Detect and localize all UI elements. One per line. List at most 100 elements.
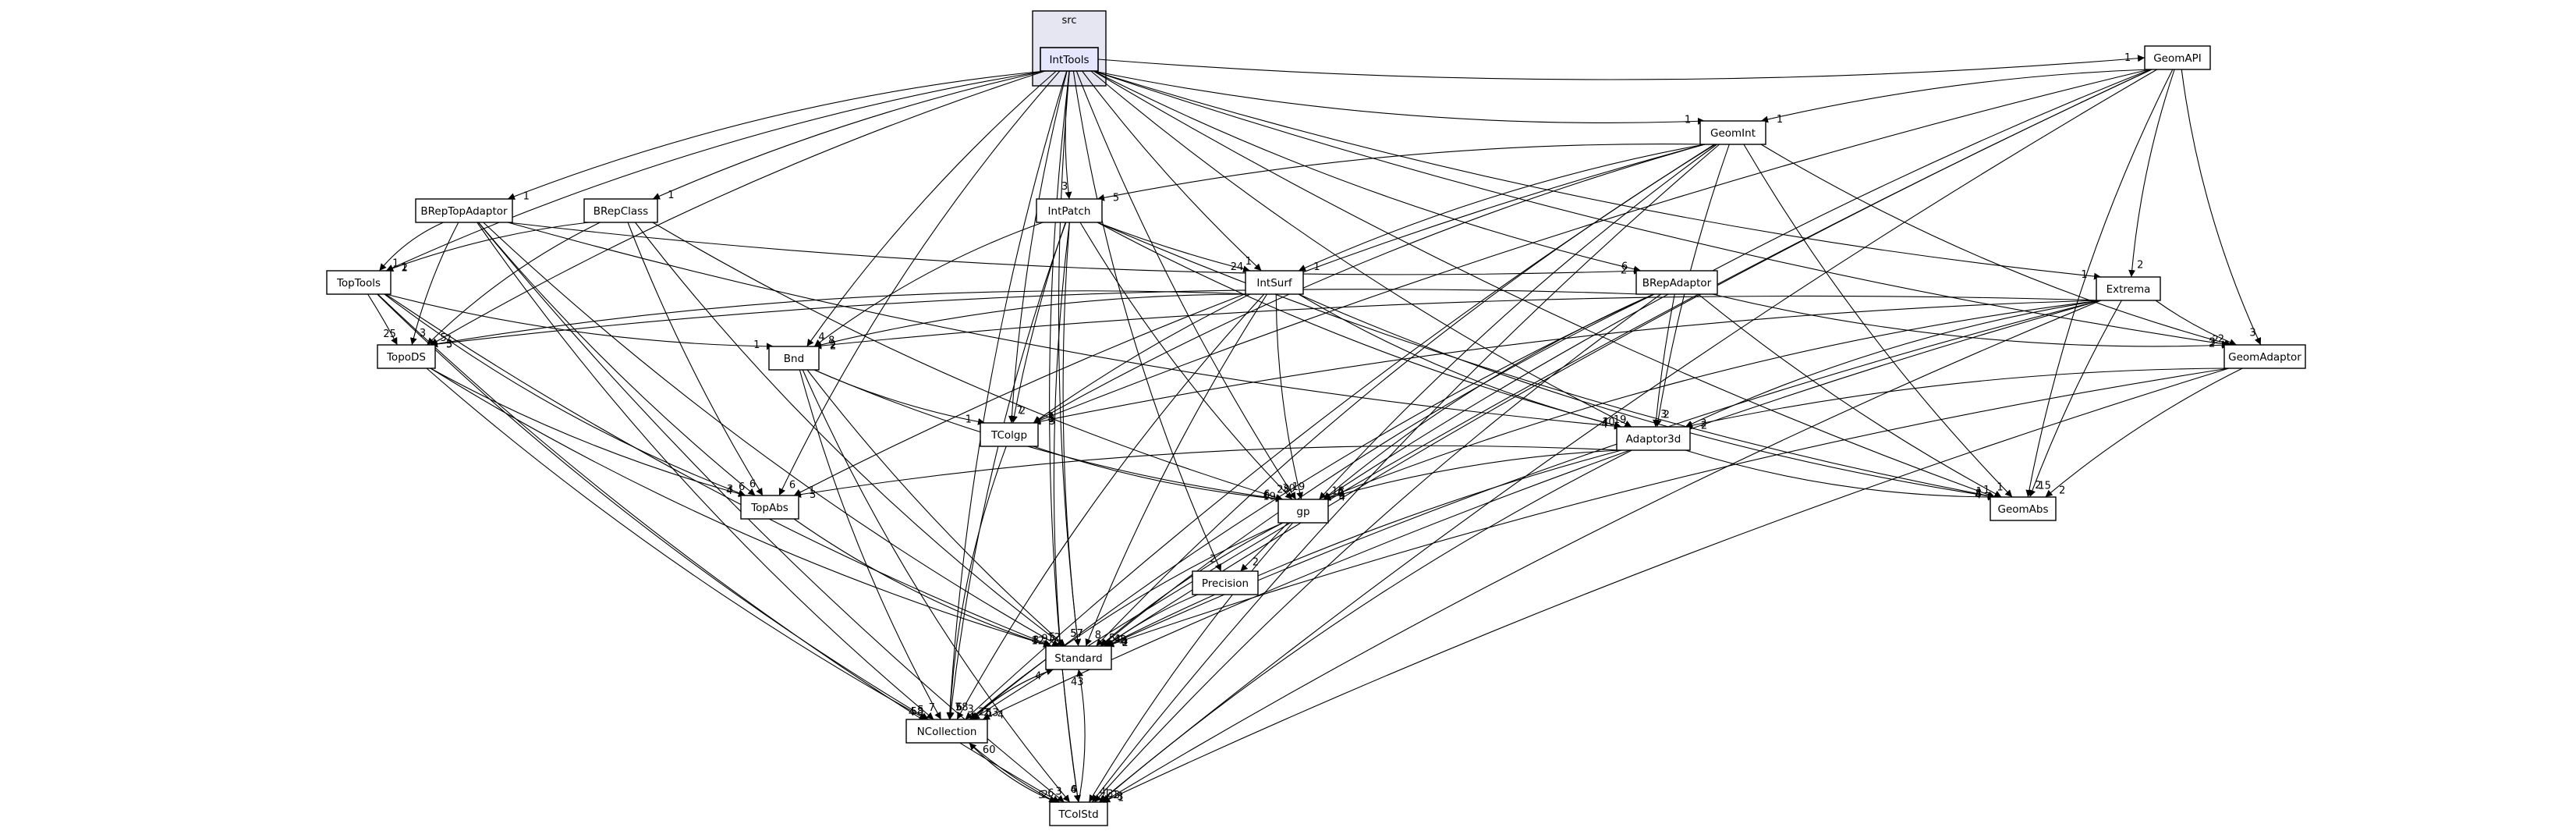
edge-label[interactable]: 6 <box>789 480 795 492</box>
edge-label[interactable]: 25 <box>383 328 396 340</box>
edge-label[interactable]: 3 <box>1033 635 1039 647</box>
edge-label[interactable]: 15 <box>2038 481 2051 492</box>
edge-label[interactable]: 1 <box>1685 115 1691 126</box>
node-topods[interactable]: TopoDS <box>377 344 436 369</box>
edge-label[interactable]: 4 <box>1338 488 1344 499</box>
edge-label[interactable]: 1 <box>1245 256 1252 268</box>
edge-label[interactable]: 1 <box>668 190 674 201</box>
node-intsurf[interactable]: IntSurf <box>1245 270 1304 295</box>
edge-label[interactable]: 19 <box>1263 492 1276 503</box>
edge-intsurf-to-ncollection[interactable] <box>956 293 1265 720</box>
edge-geomapi-to-geomint[interactable] <box>1760 69 2150 123</box>
edge-extrema-to-tcolstd[interactable] <box>1102 300 2102 803</box>
edge-extrema-to-tcolgp[interactable] <box>1033 300 2102 425</box>
edge-label[interactable]: 3 <box>446 339 452 350</box>
edge-label[interactable]: 5 <box>1113 193 1119 204</box>
edge-intpatch-to-adaptor3d[interactable] <box>1097 222 1622 429</box>
edge-label[interactable]: 6 <box>739 481 745 493</box>
edge-label[interactable]: 4 <box>1100 787 1106 798</box>
edge-label[interactable]: 1 <box>1118 792 1124 804</box>
edge-geomapi-to-tcolgp[interactable] <box>1033 69 2150 424</box>
edge-inttools-to-ncollection[interactable] <box>946 70 1068 720</box>
edge-inttools-to-breptopadaptor[interactable] <box>507 70 1046 200</box>
edge-label[interactable]: 12 <box>1047 632 1061 644</box>
edge-label[interactable]: 1 <box>1313 261 1320 273</box>
edge-topods-to-standard[interactable] <box>430 368 1051 648</box>
node-topabs[interactable]: TopAbs <box>740 495 799 520</box>
edge-inttools-to-geomadaptor[interactable] <box>1093 70 2230 348</box>
edge-geomadaptor-to-standard[interactable] <box>1106 368 2230 648</box>
edge-intsurf-to-standard[interactable] <box>1085 293 1268 647</box>
edge-label[interactable]: 2 <box>2137 259 2143 271</box>
node-intpatch[interactable]: IntPatch <box>1036 198 1103 223</box>
edge-label[interactable]: 19 <box>1292 481 1306 493</box>
edge-inttools-to-brepclass[interactable] <box>652 70 1046 200</box>
edge-label[interactable]: 3 <box>1055 786 1061 797</box>
edge-label[interactable]: 7 <box>1016 405 1022 417</box>
edge-brepclass-to-topabs[interactable] <box>627 222 764 496</box>
edge-label[interactable]: 1 <box>809 485 815 497</box>
edge-label[interactable]: 5 <box>441 332 447 344</box>
edge-label[interactable]: 8 <box>1095 630 1101 641</box>
edge-label[interactable]: 4 <box>997 709 1004 721</box>
edge-label[interactable]: 2 <box>830 340 836 352</box>
edge-label[interactable]: 7 <box>955 701 961 713</box>
edge-brepclass-to-standard[interactable] <box>635 222 1065 647</box>
edge-geomapi-to-geomabs[interactable] <box>2025 69 2174 498</box>
node-bnd[interactable]: Bnd <box>768 346 820 371</box>
edge-label[interactable]: 3 <box>1114 790 1120 801</box>
edge-brepadaptor-to-adaptor3d[interactable] <box>1653 293 1675 428</box>
edge-brepadaptor-to-topods[interactable] <box>430 289 1642 348</box>
edge-adaptor3d-to-gp[interactable] <box>1323 449 1622 501</box>
edge-label[interactable]: 2 <box>2218 333 2224 345</box>
edge-label[interactable]: 1 <box>401 261 407 273</box>
edge-label[interactable]: 18 <box>1331 485 1345 497</box>
edge-label[interactable]: 9 <box>1338 488 1344 500</box>
edge-label[interactable]: 5 <box>917 705 923 716</box>
edge-toptools-to-ncollection[interactable] <box>377 293 929 720</box>
edge-label[interactable]: 2 <box>1664 409 1670 421</box>
edge-label[interactable]: 4 <box>1070 784 1076 796</box>
edge-label[interactable]: 4 <box>1032 635 1038 647</box>
edge-intsurf-to-adaptor3d[interactable] <box>1298 293 1622 429</box>
edge-label[interactable]: 3 <box>1047 411 1054 423</box>
edge-brepadaptor-to-geomabs[interactable] <box>1698 293 2002 498</box>
edge-label[interactable]: 3 <box>420 328 426 339</box>
edge-label[interactable]: 1 <box>966 414 972 425</box>
node-geomint[interactable]: GeomInt <box>1699 120 1766 145</box>
edge-extrema-to-ncollection[interactable] <box>982 300 2102 720</box>
node-ncollection[interactable]: NCollection <box>905 719 988 744</box>
node-adaptor3d[interactable]: Adaptor3d <box>1616 426 1691 451</box>
edge-label[interactable]: 1 <box>753 339 760 351</box>
edge-brepadaptor-to-geomadaptor[interactable] <box>1712 293 2230 349</box>
edge-intsurf-to-tcolgp[interactable] <box>1033 293 1251 424</box>
edge-breptopadaptor-to-standard[interactable] <box>483 222 1060 647</box>
edge-label[interactable]: 30 <box>1282 483 1295 495</box>
edge-extrema-to-geomabs[interactable] <box>2029 300 2122 498</box>
edge-bnd-to-gp[interactable] <box>813 369 1284 503</box>
edge-brepclass-to-toptools[interactable] <box>385 222 590 272</box>
edge-label[interactable]: 5 <box>1048 413 1054 424</box>
edge-label[interactable]: 3 <box>1117 791 1123 803</box>
edge-extrema-to-bnd[interactable] <box>813 295 2102 350</box>
edge-toptools-to-standard[interactable] <box>385 293 1052 647</box>
edge-label[interactable]: 2 <box>1210 554 1216 566</box>
edge-intpatch-to-standard[interactable] <box>1062 222 1082 647</box>
edge-toptools-to-topabs[interactable] <box>384 293 746 496</box>
edge-label[interactable]: 1 <box>523 190 530 202</box>
edge-intsurf-to-bnd[interactable] <box>813 293 1251 349</box>
edge-inttools-to-intsurf[interactable] <box>1082 70 1262 272</box>
edge-label[interactable]: 1 <box>983 708 990 719</box>
node-gp[interactable]: gp <box>1277 499 1329 524</box>
edge-intpatch-to-geomabs[interactable] <box>1097 222 1996 499</box>
edge-label[interactable]: 1 <box>1983 485 1990 496</box>
edge-adaptor3d-to-topabs[interactable] <box>793 445 1622 499</box>
edge-label[interactable]: 5 <box>1109 633 1115 645</box>
edge-label[interactable]: 6 <box>956 701 962 713</box>
edge-label[interactable]: 3 <box>2249 328 2255 339</box>
edge-label[interactable]: 28 <box>1277 484 1290 495</box>
edge-label[interactable]: 1 <box>2081 269 2087 281</box>
edge-label[interactable]: 1 <box>1104 787 1110 799</box>
edge-geomapi-to-tcolstd[interactable] <box>1098 69 2158 803</box>
edge-tcolstd-to-standard[interactable] <box>1076 669 1086 803</box>
